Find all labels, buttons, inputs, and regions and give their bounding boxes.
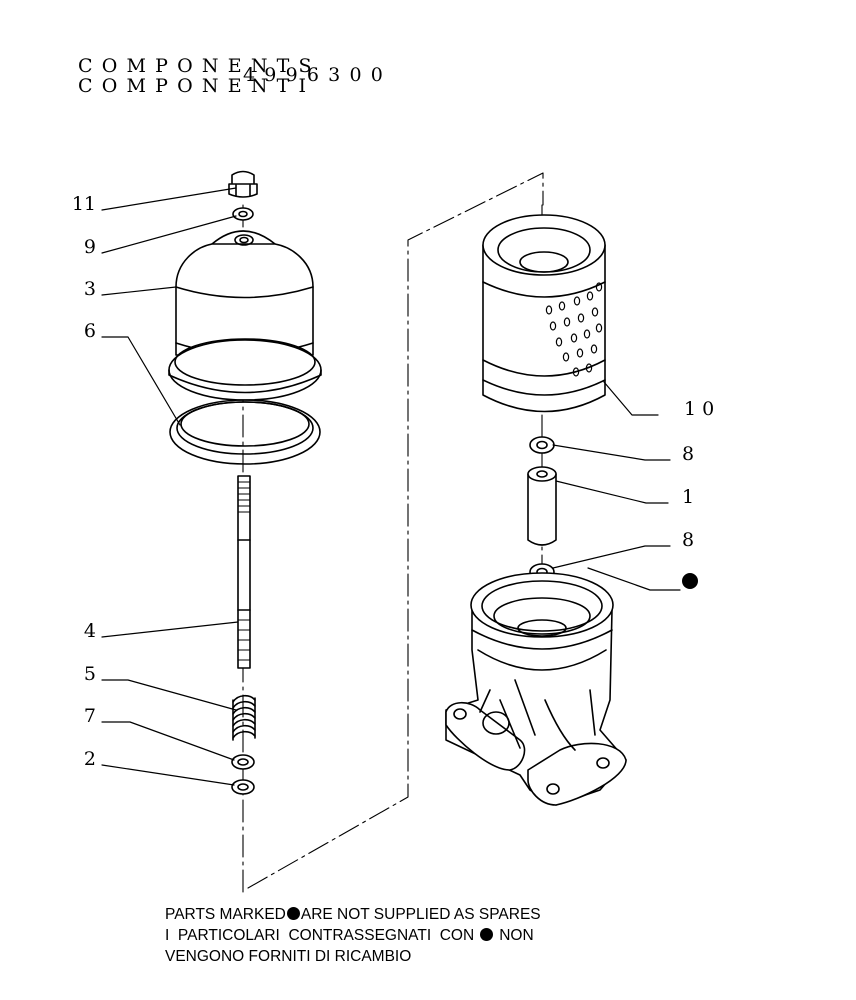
callout-6: 6	[84, 320, 96, 342]
filter-element-part	[482, 214, 606, 413]
spring-washer-part	[231, 754, 255, 770]
o-ring-part	[169, 399, 321, 465]
footnote-line-1: PARTS MARKED ARE NOT SUPPLIED AS SPARES	[165, 904, 541, 925]
header-components-it: COMPONENTI	[78, 75, 316, 97]
callout-7: 7	[84, 705, 96, 727]
central-rod-part	[237, 475, 251, 669]
callout-8-lower: 8	[682, 529, 694, 551]
callout-3: 3	[84, 278, 96, 300]
washer-part	[232, 207, 254, 221]
filled-circle-icon	[286, 907, 300, 920]
header-components-en: COMPONENTS	[78, 55, 321, 77]
callout-5: 5	[84, 663, 96, 685]
footnote-line-2: I PARTICOLARI CONTRASSEGNATI CON NON	[165, 925, 534, 946]
footnote-line2-end: NON	[499, 927, 534, 944]
header-part-number: 4996300	[243, 64, 393, 86]
footnote-line1-start: PARTS MARKED	[165, 906, 286, 923]
upper-seal-part	[529, 436, 555, 454]
leader-lines	[101, 187, 681, 786]
callout-11: 11	[72, 193, 96, 215]
filter-housing-part	[445, 572, 627, 806]
footnote-line1-end: ARE NOT SUPPLIED AS SPARES	[300, 906, 541, 923]
callout-8-upper: 8	[682, 443, 694, 465]
callout-9: 9	[84, 236, 96, 258]
callout-4: 4	[84, 620, 96, 642]
footnote-line2-start: I PARTICOLARI CONTRASSEGNATI CON	[165, 927, 475, 944]
lower-washer-part	[231, 779, 255, 795]
callout-labels: 11 9 3 6 4 5 7 2 1 0 8 1 8	[72, 193, 714, 770]
tube-part	[527, 466, 557, 546]
callout-10: 1 0	[684, 398, 714, 420]
assembly-connector-line	[247, 172, 544, 889]
filter-bowl-part	[168, 230, 322, 401]
nut-part	[228, 170, 258, 198]
spring-part	[232, 694, 256, 741]
footnote-line-3: VENGONO FORNITI DI RICAMBIO	[165, 948, 412, 965]
not-supplied-marker-icon	[682, 573, 698, 589]
filled-circle-icon	[480, 928, 494, 941]
callout-1: 1	[682, 486, 694, 508]
callout-2: 2	[84, 748, 96, 770]
